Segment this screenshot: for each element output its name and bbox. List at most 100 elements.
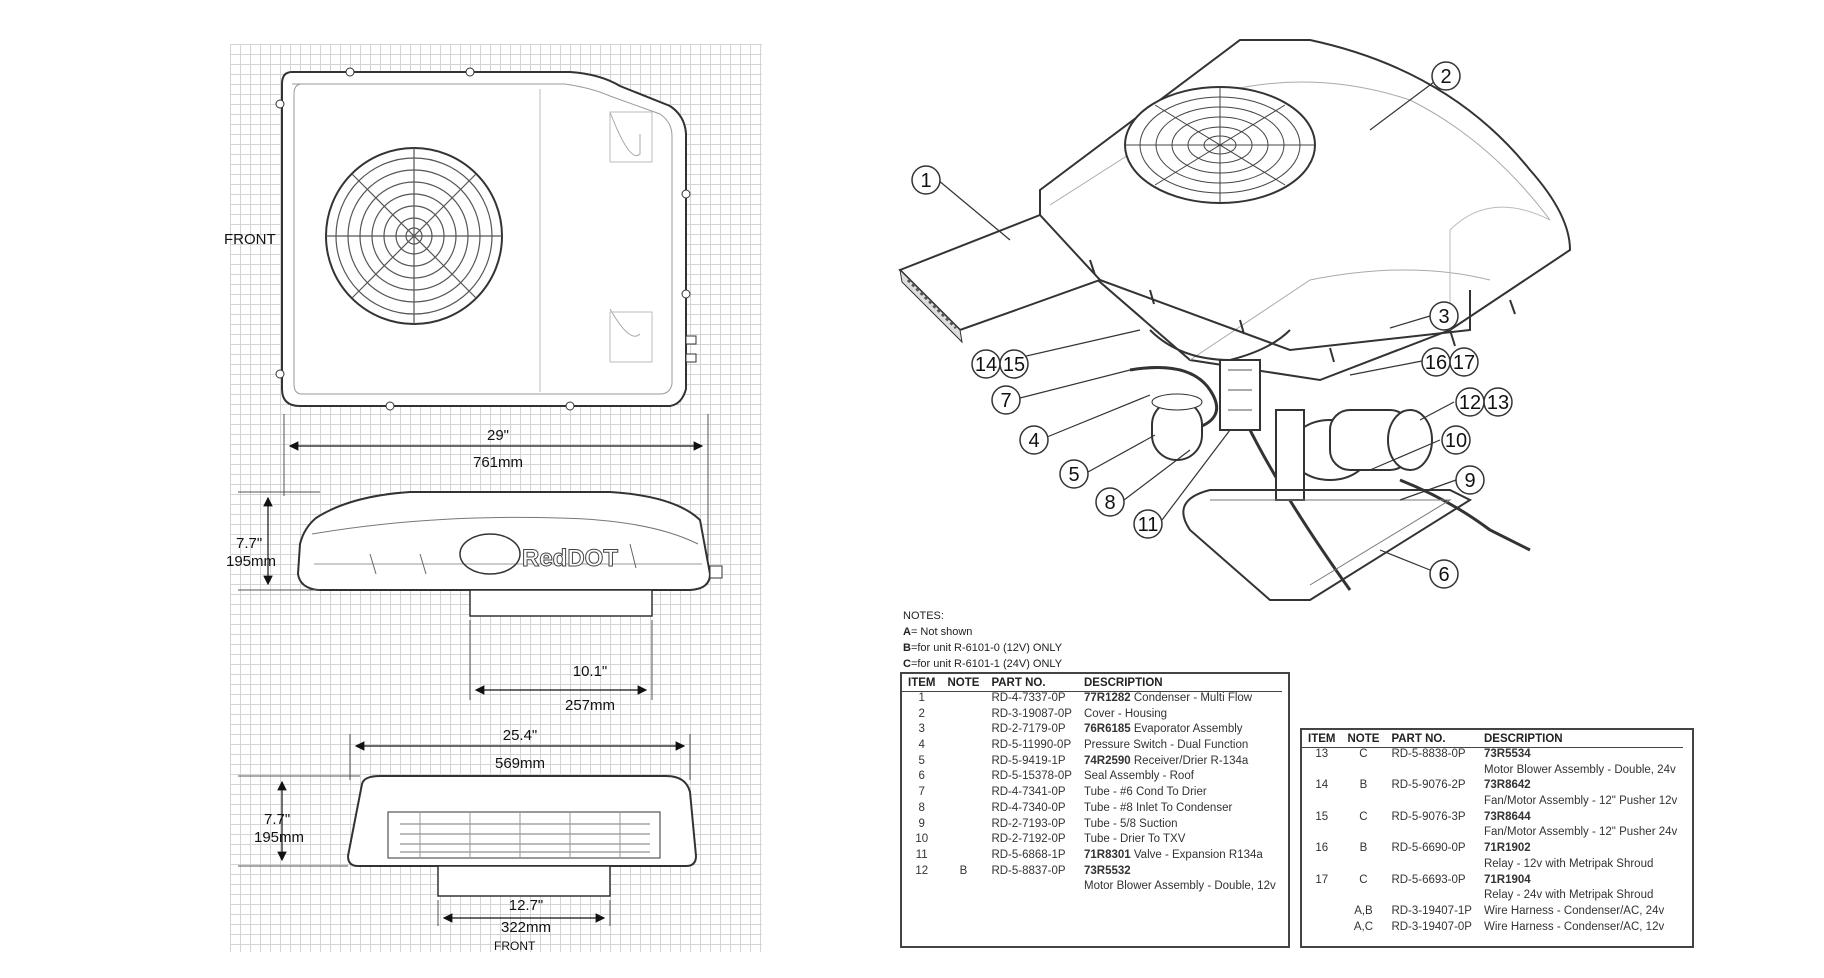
row-description-text: Valve - Expansion R134a [1130,848,1263,861]
callout-7: 7 [991,385,1021,415]
callout-6: 6 [1429,559,1459,589]
svg-text:14: 14 [975,354,997,376]
row-item [1302,795,1341,811]
table-row: Motor Blower Assembly - Double, 24v [1302,764,1683,780]
row-item: 7 [918,786,925,799]
row-item: 1 [918,692,925,704]
row-description: Fan/Motor Assembly - 12" Pusher 24v [1478,826,1683,842]
row-code: 77R1282 [1083,692,1131,704]
cover-housing [1039,39,1572,382]
svg-text:195mm: 195mm [254,829,304,846]
svg-text:12: 12 [1459,392,1481,414]
relay-bracket [1219,359,1261,431]
parts-table-1-header: ITEM NOTE PART NO. DESCRIPTION [902,674,1282,692]
svg-text:13: 13 [1487,392,1509,414]
row-description: 71R8301 Valve - Expansion R134a [1078,849,1282,865]
row-description-text: Wire Harness - Condenser/AC, 12v [1483,920,1665,933]
dimension-12-7-in: 12.7" 322mm [437,897,611,936]
svg-text:10.1": 10.1" [573,663,608,680]
header-part-no: PART NO. [985,674,1078,692]
svg-text:322mm: 322mm [501,919,551,936]
row-note [941,818,985,834]
svg-text:7.7": 7.7" [236,535,262,552]
table-row: Fan/Motor Assembly - 12" Pusher 12v [1302,795,1683,811]
dimension-drawing-panel: FRONT 29" 761mm RedDOT 7.7" 195mm [224,44,762,953]
note-b: B=for unit R-6101-0 (12V) ONLY [903,642,1063,654]
receiver-drier [1151,393,1203,461]
row-description-text: Tube - 5/8 Suction [1083,817,1178,830]
exploded-view: 1 2 3 14 15 7 4 5 8 11 16 17 12 13 10 9 … [898,39,1572,601]
front-label-bottom: FRONT [494,939,536,953]
row-code: 76R6185 [1083,723,1131,736]
row-description: Tube - #6 Cond To Drier [1078,786,1282,802]
row-part-no: RD-5-15378-0P [991,770,1072,783]
row-note: B [959,864,968,877]
row-part-no: RD-2-7179-0P [991,723,1066,736]
svg-text:195mm: 195mm [226,553,276,570]
callout-9: 9 [1455,465,1485,495]
row-note: A,B [1354,904,1373,917]
row-note [1341,764,1385,780]
top-view-fan-grille [325,147,503,325]
svg-text:16: 16 [1425,352,1447,374]
svg-text:29": 29" [487,427,509,444]
row-description-text: Pressure Switch - Dual Function [1083,739,1249,752]
row-note: A,C [1353,920,1374,933]
row-item: 16 [1315,842,1329,855]
row-item: 2 [918,707,925,720]
top-view [275,67,697,411]
header-description: DESCRIPTION [1077,674,1282,692]
row-note: C [1359,810,1368,823]
row-note [941,802,985,818]
row-description: Wire Harness - Condenser/AC, 12v [1478,921,1683,937]
front-label-top: FRONT [224,231,276,248]
row-part-no [1385,858,1478,874]
row-description: 73R5534 [1478,748,1683,764]
note-a: A= Not shown [903,626,973,638]
dimension-29-in: 29" 761mm [283,414,709,564]
row-item: 10 [915,833,929,846]
row-note [941,786,985,802]
row-item: 3 [918,723,925,736]
row-note [941,723,985,739]
row-description-text: Tube - Drier To TXV [1083,833,1186,846]
svg-text:2: 2 [1440,66,1451,88]
dimension-10-1-in: 10.1" 257mm [469,620,653,714]
row-description-text: Evaporator Assembly [1130,723,1243,736]
row-description: 73R5532 [1078,865,1282,881]
svg-text:3: 3 [1438,306,1449,328]
row-code: 71R8301 [1083,848,1131,861]
roof-seal [1182,489,1473,601]
header-item: ITEM [902,674,942,692]
row-part-no [1385,889,1478,905]
row-description-text: Relay - 12v with Metripak Shroud [1483,857,1654,870]
row-description: Relay - 12v with Metripak Shroud [1478,858,1683,874]
dimension-7-7-in-side: 7.7" 195mm [226,491,320,591]
header-note: NOTE [1341,730,1386,748]
row-description: Fan/Motor Assembly - 12" Pusher 12v [1478,795,1683,811]
row-code: 71R1904 [1483,873,1531,886]
notes-block: NOTES: A= Not shown B=for unit R-6101-0 … [903,608,1062,672]
row-item: 8 [918,801,925,814]
row-part-no [1385,826,1478,842]
table-row: Relay - 12v with Metripak Shroud [1302,858,1683,874]
row-description-text: Condenser - Multi Flow [1130,692,1253,704]
row-part-no: RD-5-8837-0P [991,864,1066,877]
callout-2: 2 [1431,61,1461,91]
row-description-text: Relay - 24v with Metripak Shroud [1483,889,1654,902]
callout-17: 17 [1449,347,1479,377]
row-part-no [1385,764,1478,780]
row-description: 73R8642 [1478,779,1683,795]
row-note [1341,858,1385,874]
